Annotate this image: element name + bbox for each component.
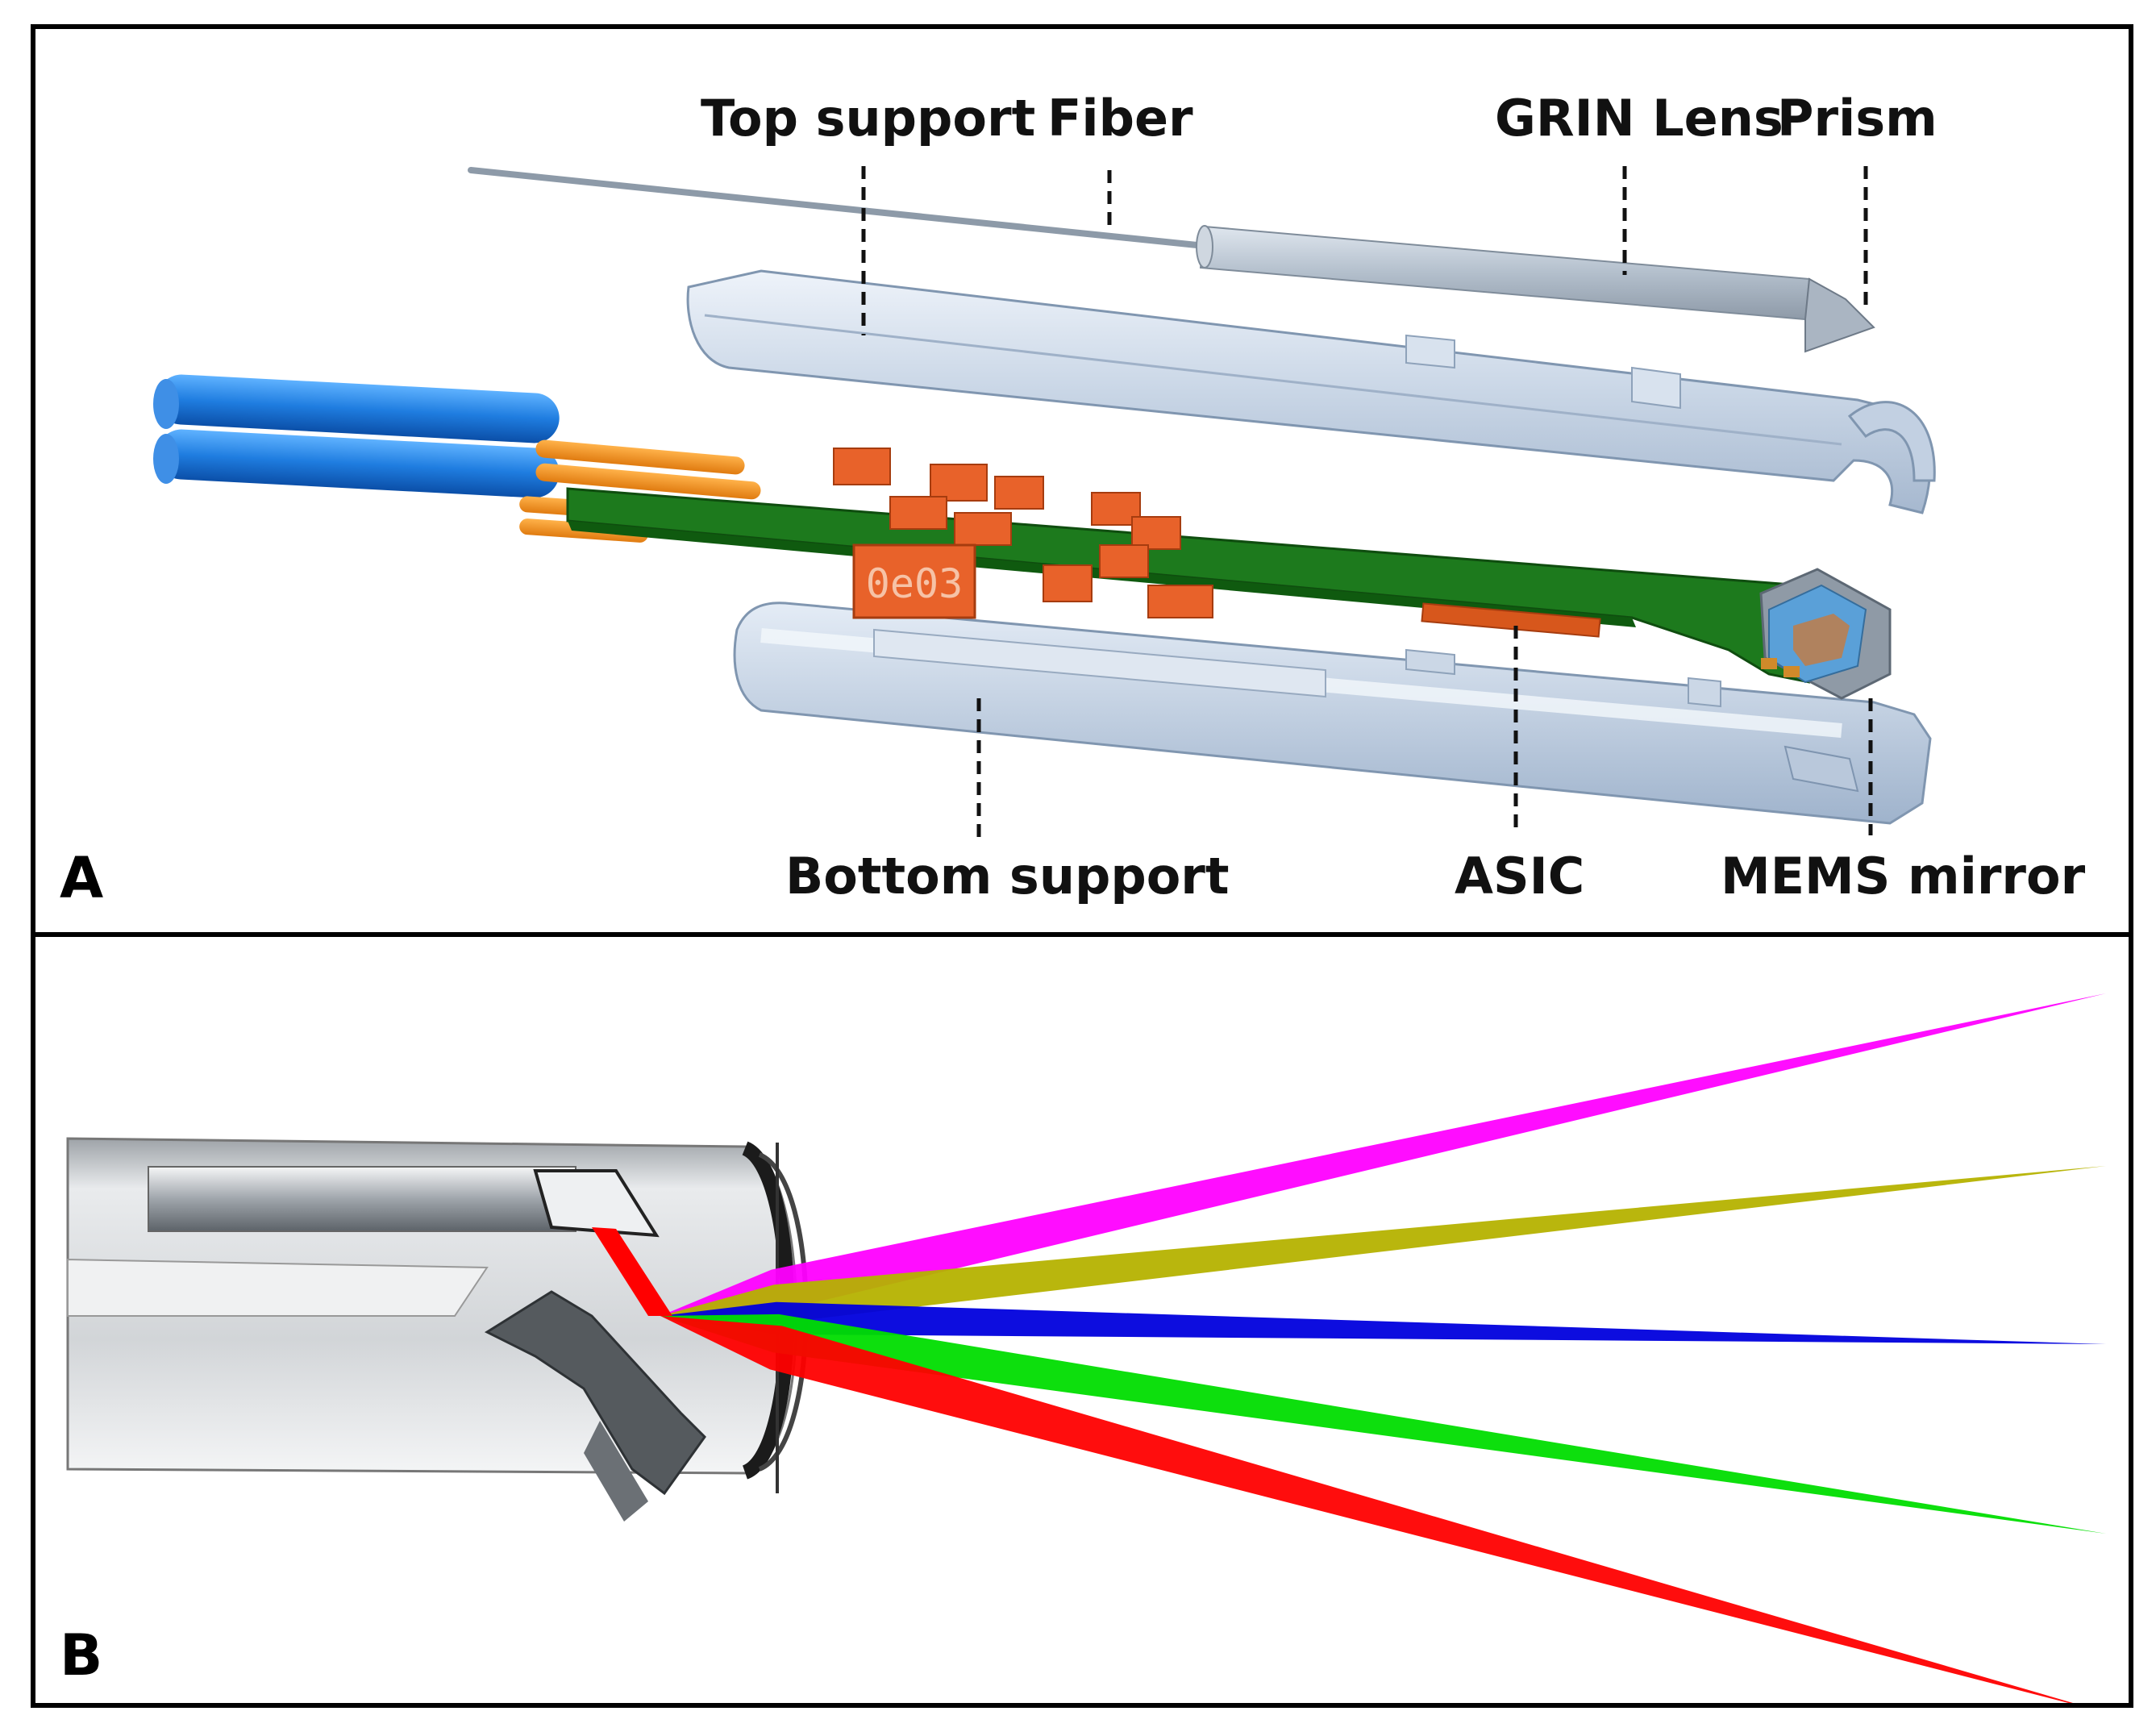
label-mems-mirror: MEMS mirror bbox=[1721, 847, 2086, 906]
beam-yellow bbox=[660, 1166, 2106, 1323]
beam-green bbox=[660, 1314, 2106, 1534]
blue-cables bbox=[153, 374, 560, 498]
grin-lens bbox=[1199, 225, 1811, 321]
asic-chip bbox=[852, 543, 976, 619]
top-support-end-ring bbox=[1847, 401, 1936, 482]
beam-red bbox=[660, 1316, 2073, 1703]
panel-b-beam-scan: B bbox=[31, 932, 2133, 1708]
prism bbox=[1804, 277, 1875, 353]
mirror-bracket bbox=[484, 1290, 706, 1496]
label-prism: Prism bbox=[1777, 89, 1937, 148]
panel-letter-a: A bbox=[60, 845, 104, 911]
beam-magenta bbox=[660, 993, 2106, 1316]
panel-letter-b: B bbox=[60, 1622, 103, 1688]
beam-incoming bbox=[592, 1227, 672, 1316]
beam-blue bbox=[660, 1301, 2106, 1344]
label-grin-lens: GRIN Lens bbox=[1495, 89, 1783, 148]
chip-marking: 0e03 bbox=[866, 560, 963, 607]
mems-mirror-assembly bbox=[1759, 568, 1892, 700]
panel-a-exploded-view: 0e03 Top support Fiber GRIN Lens Prism B… bbox=[31, 24, 2133, 937]
leader-lines bbox=[861, 166, 1873, 843]
probe-exploded-illustration: 0e03 bbox=[153, 166, 1936, 843]
label-asic: ASIC bbox=[1455, 847, 1585, 906]
label-top-support: Top support bbox=[701, 89, 1036, 148]
fiber-line bbox=[468, 167, 1216, 250]
prism-section bbox=[533, 1169, 660, 1238]
pcb-components bbox=[833, 448, 1213, 618]
label-bottom-support: Bottom support bbox=[785, 847, 1230, 906]
label-fiber: Fiber bbox=[1047, 89, 1193, 148]
probe-beam-illustration bbox=[66, 1137, 809, 1522]
scan-beams bbox=[592, 993, 2106, 1703]
grin-lens-section bbox=[148, 1166, 576, 1232]
